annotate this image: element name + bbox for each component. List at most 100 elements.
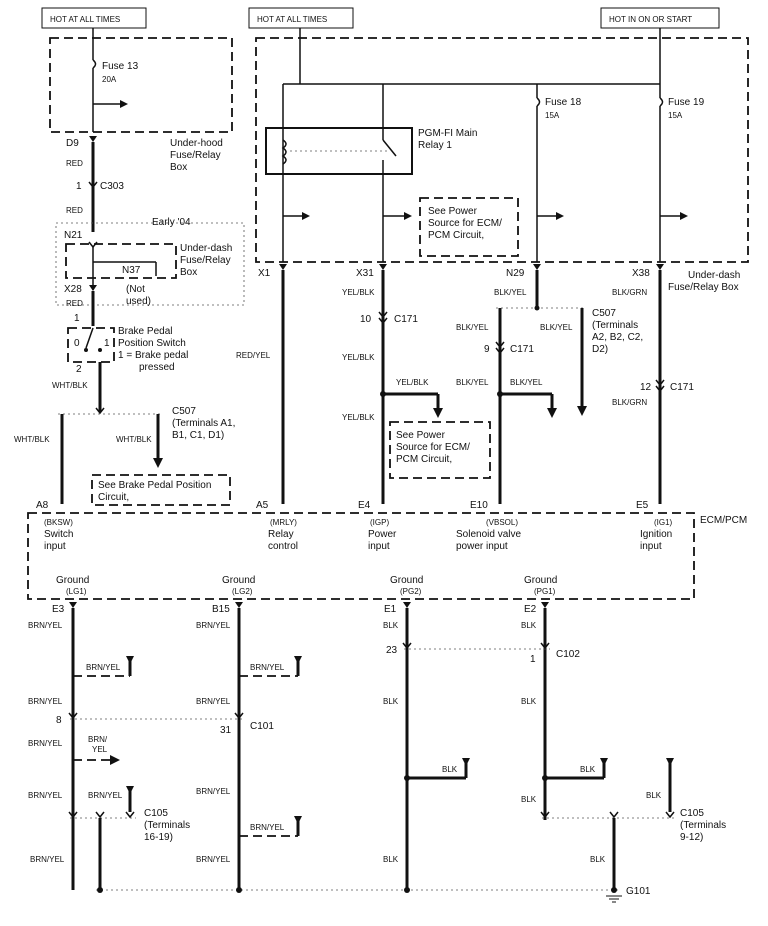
box-label: Under-dash bbox=[180, 243, 232, 254]
switch-node bbox=[84, 348, 88, 352]
see-power-note-mid bbox=[389, 421, 491, 479]
wire-color: BRN/YEL bbox=[196, 697, 231, 706]
connector-icon bbox=[68, 811, 78, 819]
connector-label: C105 bbox=[144, 808, 168, 819]
wire-color: BRN/YEL bbox=[250, 663, 285, 672]
terminal-icon bbox=[656, 264, 664, 270]
connector-icon bbox=[540, 642, 550, 650]
arrow-icon bbox=[577, 406, 587, 416]
wire-color: BRN/YEL bbox=[28, 739, 63, 748]
terminal-label: X28 bbox=[64, 284, 82, 295]
box-label: Box bbox=[180, 267, 197, 278]
connector-label: C507 bbox=[592, 308, 616, 319]
fuse13-symbol bbox=[92, 59, 97, 69]
wire-color: YEL/BLK bbox=[342, 353, 375, 362]
wire-color: BLK bbox=[383, 697, 399, 706]
arrow-icon bbox=[126, 786, 134, 794]
connector-icon bbox=[609, 811, 619, 819]
splice-node bbox=[236, 887, 242, 893]
wire-color: BRN/YEL bbox=[28, 621, 63, 630]
connector-label: C101 bbox=[250, 721, 274, 732]
pin-function: Switch bbox=[44, 529, 73, 540]
underhood-fuse-box bbox=[49, 37, 233, 133]
pin-number: 12 bbox=[640, 382, 652, 393]
arrow-icon bbox=[302, 212, 310, 220]
terminal-label: E1 bbox=[384, 604, 397, 615]
arrow-icon bbox=[126, 656, 134, 664]
pin-number: 23 bbox=[386, 645, 398, 656]
terminal-icon bbox=[89, 285, 97, 291]
fuse-amp: 15A bbox=[668, 111, 683, 120]
switch-state: 1 bbox=[104, 338, 110, 349]
box-label: Fuse/Relay bbox=[170, 150, 221, 161]
connector-label: C102 bbox=[556, 649, 580, 660]
connector-label: B1, C1, D1) bbox=[172, 430, 224, 441]
wire-color: BLK bbox=[590, 855, 606, 864]
component-label: 1 = Brake pedal bbox=[118, 350, 188, 361]
connector-icon bbox=[95, 811, 105, 819]
reference-note: See Power bbox=[396, 430, 446, 441]
wire-color: BLK/GRN bbox=[612, 288, 647, 297]
wire-color: RED bbox=[66, 299, 83, 308]
underdash-fuse-box-small bbox=[65, 243, 177, 279]
connector-label: (Terminals bbox=[592, 320, 638, 331]
terminal-icon bbox=[279, 264, 287, 270]
connector-label: C507 bbox=[172, 406, 196, 417]
fuse-label: Fuse 18 bbox=[545, 97, 582, 108]
splice-node bbox=[611, 887, 617, 893]
connector-label: (Terminals bbox=[144, 820, 190, 831]
terminal-label: X31 bbox=[356, 268, 374, 279]
connector-label: C171 bbox=[670, 382, 694, 393]
connector-icon bbox=[655, 385, 665, 393]
ground-label: Ground bbox=[222, 575, 255, 586]
connector-icon bbox=[125, 811, 135, 819]
splice-node bbox=[97, 887, 103, 893]
pin-function: input bbox=[44, 541, 66, 552]
wire-color: BLK/YEL bbox=[456, 378, 489, 387]
ground-point-label: G101 bbox=[626, 886, 651, 897]
terminal-icon bbox=[89, 136, 97, 142]
arrow-icon bbox=[666, 758, 674, 766]
reference-note: Circuit, bbox=[98, 492, 129, 503]
see-power-note-top bbox=[419, 197, 519, 257]
splice-node bbox=[497, 391, 503, 397]
pin-function-code: (VBSOL) bbox=[486, 518, 518, 527]
terminal-label: E5 bbox=[636, 500, 649, 511]
wire-color: RED bbox=[66, 159, 83, 168]
arrow-icon bbox=[153, 458, 163, 468]
fuse-label: Fuse 13 bbox=[102, 61, 139, 72]
component-label: ECM/PCM bbox=[700, 515, 747, 526]
box-label: Fuse/Relay Box bbox=[668, 282, 739, 293]
box-label: Under-hood bbox=[170, 138, 223, 149]
reference-note: Source for ECM/ bbox=[396, 442, 470, 453]
wire-color: BRN/YEL bbox=[86, 663, 121, 672]
power-label-right: HOT IN ON OR START bbox=[600, 7, 720, 29]
wire-color: BRN/YEL bbox=[196, 621, 231, 630]
wire-color: BRN/YEL bbox=[250, 823, 285, 832]
connector-icon bbox=[655, 379, 665, 387]
arrow-icon bbox=[556, 212, 564, 220]
wire-color: BLK bbox=[521, 697, 537, 706]
terminal-label: X38 bbox=[632, 268, 650, 279]
connector-icon bbox=[665, 811, 675, 819]
underdash-fuse-box bbox=[255, 37, 749, 263]
connector-icon bbox=[378, 311, 388, 319]
terminal-label: B15 bbox=[212, 604, 230, 615]
wire-color: BRN/YEL bbox=[30, 855, 65, 864]
wire-color: BLK bbox=[521, 621, 537, 630]
connector-label: (Terminals bbox=[680, 820, 726, 831]
pin-function: input bbox=[640, 541, 662, 552]
terminal-label: E3 bbox=[52, 604, 65, 615]
terminal-label: N37 bbox=[122, 265, 141, 276]
reference-note: See Power bbox=[428, 206, 478, 217]
wire-color: BLK bbox=[646, 791, 662, 800]
connector-label: C171 bbox=[510, 344, 534, 355]
connector-icon bbox=[88, 241, 98, 249]
pin-function: power input bbox=[456, 541, 508, 552]
pin-function: Solenoid valve bbox=[456, 529, 521, 540]
pin-function-code: (IGP) bbox=[370, 518, 389, 527]
wire-color: RED bbox=[66, 206, 83, 215]
wire-color: BLK bbox=[521, 795, 537, 804]
connector-icon bbox=[68, 712, 78, 720]
